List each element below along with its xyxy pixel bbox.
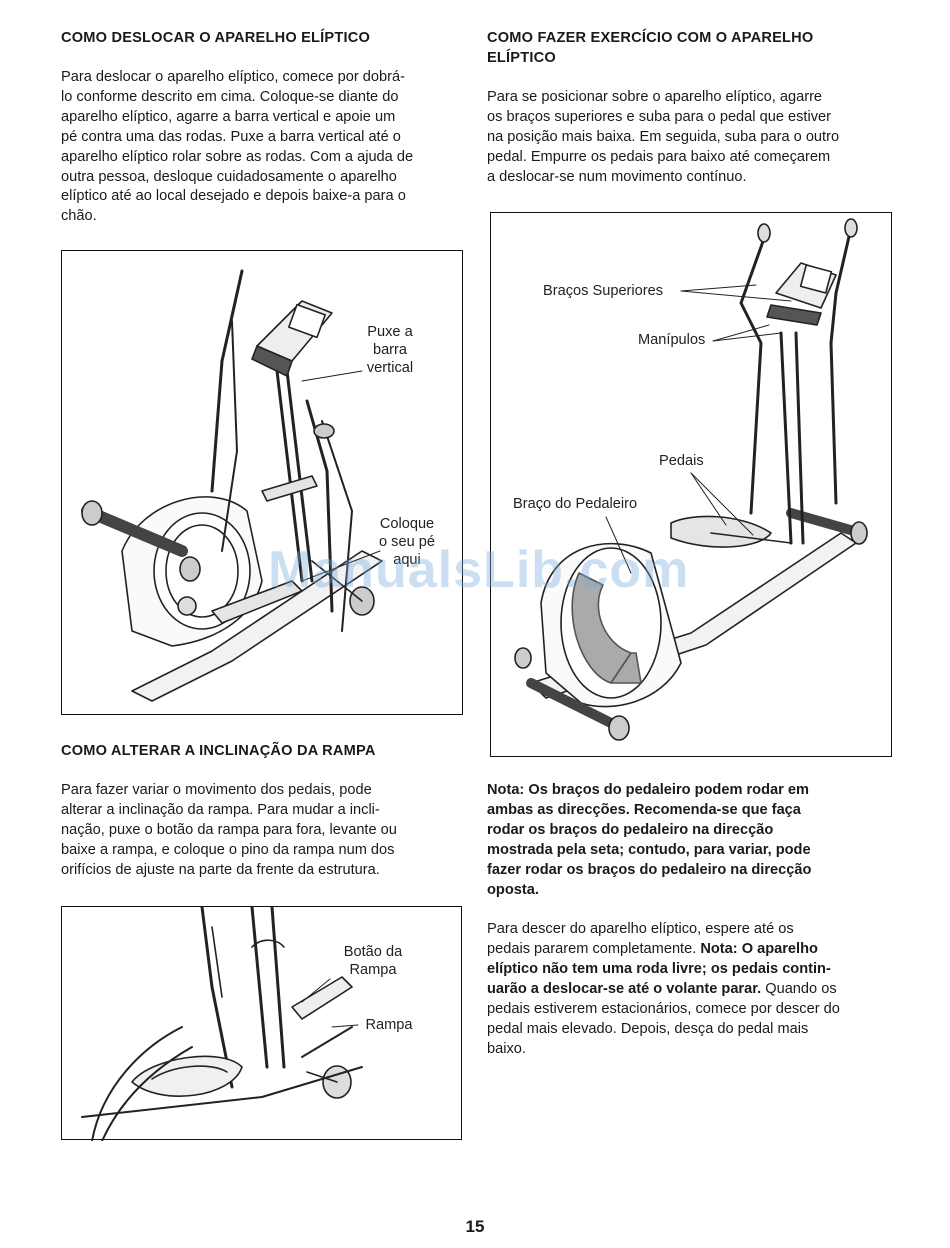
left-column: COMO DESLOCAR O APARELHO ELÍPTICO Para d…	[61, 28, 465, 227]
text-line: Para se posicionar sobre o aparelho elíp…	[487, 89, 823, 105]
label-pedals: Pedais	[659, 453, 704, 469]
label-ramp: Rampa	[365, 1017, 413, 1033]
ramp-illustration	[81, 907, 363, 1141]
text-line: pedal mais elevado. Depois, desça do ped…	[487, 1020, 809, 1037]
section-heading-move: COMO DESLOCAR O APARELHO ELÍPTICO	[61, 30, 371, 46]
label-ramp-knob: Botão da Rampa	[334, 943, 412, 979]
paragraph-exercise: Para se posicionar sobre o aparelho elíp…	[487, 88, 893, 188]
text-line: uarão a deslocar-se até o volante parar.…	[487, 980, 893, 1000]
elliptical-illustration-exercise	[514, 218, 868, 741]
text-span: pedais pararem completamente.	[487, 941, 701, 958]
label-handles: Manípulos	[638, 332, 706, 348]
text-line: na posição mais baixa. Em seguida, suba …	[487, 128, 840, 145]
left-column-lower: COMO ALTERAR A INCLINAÇÃO DA RAMPA Para …	[61, 741, 465, 881]
text-line: pedais pararem completamente. Nota: O ap…	[487, 940, 893, 960]
label-line: aqui	[393, 552, 421, 568]
text-line: fazer rodar os braços do pedaleiro na di…	[487, 861, 812, 878]
right-column: COMO FAZER EXERCÍCIO COM O APARELHO ELÍP…	[487, 28, 893, 188]
label-pull-bar: Puxe a barra vertical	[358, 323, 422, 377]
text-line: oposta.	[487, 881, 539, 898]
section-heading-ramp: COMO ALTERAR A INCLINAÇÃO DA RAMPA	[61, 743, 376, 759]
text-line: os braços superiores e suba para o pedal…	[487, 108, 831, 125]
page-number: 15	[465, 1217, 485, 1236]
label-line: Coloque	[379, 516, 435, 532]
text-line: aparelho elíptico rolar sobre as rodas. …	[61, 148, 414, 165]
text-line: rodar os braços do pedaleiro na direcção	[487, 821, 774, 838]
label-line: vertical	[366, 360, 414, 376]
label-line: Puxe a	[367, 324, 413, 340]
watermark: ManualsLib.com	[268, 541, 690, 599]
text-line: baixe a rampa, e coloque o pino da rampa…	[61, 841, 395, 858]
figure-move-elliptical: Puxe a barra vertical Coloque o seu pé a…	[61, 250, 463, 715]
paragraph-move: Para deslocar o aparelho elíptico, comec…	[61, 68, 465, 227]
text-line: elíptico não tem uma roda livre; os peda…	[487, 961, 831, 978]
heading-line: COMO FAZER EXERCÍCIO COM O APARELHO	[487, 30, 814, 46]
text-span-bold: uarão a deslocar-se até o volante parar.	[487, 981, 762, 998]
label-line: Rampa	[349, 962, 397, 978]
text-span: Quando os	[761, 981, 837, 998]
label-line: Botão da	[343, 944, 403, 960]
label-line: o seu pé	[379, 534, 435, 550]
text-line: nação, puxe o botão da rampa para fora, …	[61, 821, 397, 838]
text-line: a deslocar-se num movimento contínuo.	[487, 168, 747, 185]
text-line: mostrada pela seta; contudo, para variar…	[487, 841, 811, 858]
figure-ramp: Botão da Rampa Rampa	[61, 906, 462, 1141]
text-line: Para deslocar o aparelho elíptico, comec…	[61, 69, 405, 85]
heading-line: ELÍPTICO	[487, 50, 556, 66]
paragraph-dismount: Para descer do aparelho elíptico, espere…	[487, 920, 893, 1059]
text-line: chão.	[61, 208, 97, 225]
text-line: ambas as direcções. Recomenda-se que faç…	[487, 801, 801, 818]
text-line: Nota: Os braços do pedaleiro podem rodar…	[487, 782, 809, 798]
text-line: elíptico até ao local desejado e depois …	[61, 188, 406, 205]
text-span-bold: Nota: O aparelho	[700, 941, 818, 958]
text-line: baixo.	[487, 1040, 526, 1057]
text-line: pedais estiverem estacionários, comece p…	[487, 1001, 840, 1018]
text-line: outra pessoa, desloque cuidadosamente o …	[61, 168, 397, 185]
paragraph-ramp: Para fazer variar o movimento dos pedais…	[61, 781, 465, 881]
figure-exercise: Braços Superiores Manípulos Pedais Braço…	[490, 212, 892, 757]
note-pedal-arms: Nota: Os braços do pedaleiro podem rodar…	[487, 781, 893, 900]
text-line: Para descer do aparelho elíptico, espere…	[487, 921, 794, 938]
elliptical-illustration-move	[81, 269, 383, 702]
text-line: Para fazer variar o movimento dos pedais…	[61, 782, 372, 798]
text-line: lo conforme descrito em cima. Coloque-se…	[61, 88, 399, 105]
label-upper-arms: Braços Superiores	[543, 283, 664, 299]
label-pedal-arm: Braço do Pedaleiro	[513, 496, 638, 512]
text-line: pé contra uma das rodas. Puxe a barra ve…	[61, 128, 401, 145]
text-line: orifícios de ajuste na parte da frente d…	[61, 861, 380, 878]
label-place-foot: Coloque o seu pé aqui	[366, 515, 448, 569]
text-line: aparelho elíptico, agarre a barra vertic…	[61, 108, 396, 125]
text-line: alterar a inclinação da rampa. Para muda…	[61, 801, 380, 818]
text-line: pedal. Empurre os pedais para baixo até …	[487, 148, 831, 165]
section-heading-exercise: COMO FAZER EXERCÍCIO COM O APARELHO ELÍP…	[487, 28, 893, 68]
right-column-lower: Nota: Os braços do pedaleiro podem rodar…	[487, 781, 893, 1060]
label-line: barra	[372, 342, 408, 358]
